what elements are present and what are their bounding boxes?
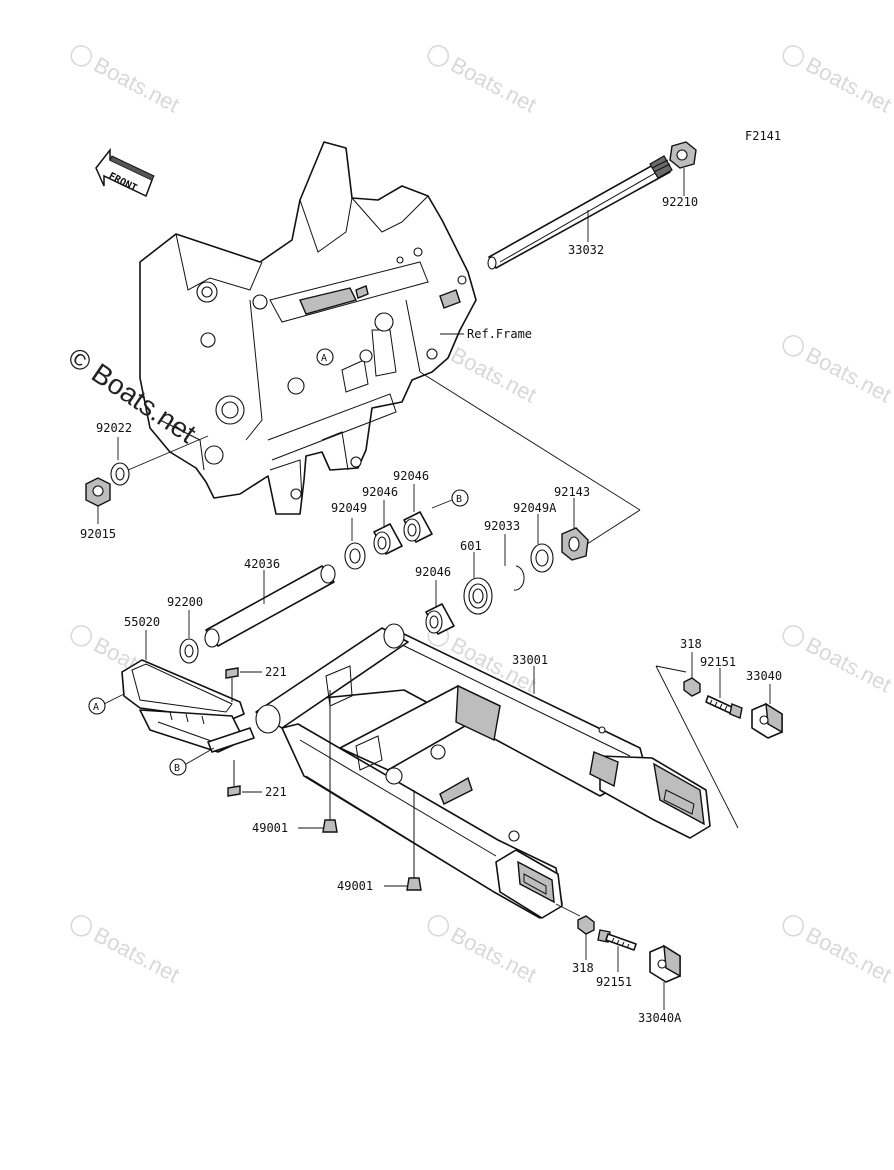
pivot-shaft bbox=[487, 141, 697, 270]
adjuster-block-33040A bbox=[649, 944, 681, 983]
screw-221-lower bbox=[227, 760, 241, 797]
part-label-92210: 92210 bbox=[662, 195, 698, 209]
watermark-text: Boats.net bbox=[90, 52, 184, 118]
watermark-text: Boats.net bbox=[802, 52, 894, 118]
watermark-text: Boats.net bbox=[802, 922, 894, 988]
callout-b-upper: B bbox=[451, 489, 469, 507]
washer-92022 bbox=[110, 462, 130, 486]
part-label-42036: 42036 bbox=[244, 557, 280, 571]
bearing-92046-a bbox=[373, 523, 403, 555]
part-label-49001-lower: 49001 bbox=[337, 879, 373, 893]
watermark-text: Boats.net bbox=[802, 632, 894, 698]
watermark: Boats.net bbox=[782, 45, 894, 118]
part-label-92022: 92022 bbox=[96, 421, 132, 435]
watermark: Boats.net bbox=[427, 45, 541, 118]
nut-318-lower bbox=[577, 915, 595, 935]
watermark: Boats.net bbox=[782, 915, 894, 988]
nut-318-upper bbox=[683, 677, 701, 697]
part-label-92015: 92015 bbox=[80, 527, 116, 541]
watermark: Boats.net bbox=[427, 915, 541, 988]
callout-a-frame: A bbox=[316, 348, 334, 366]
bearing-92046-b bbox=[403, 511, 433, 543]
part-label-92049A: 92049A bbox=[513, 501, 557, 515]
part-label-55020: 55020 bbox=[124, 615, 160, 629]
watermark-text: Boats.net bbox=[802, 342, 894, 408]
part-label-92143: 92143 bbox=[554, 485, 590, 499]
callout-a-text: A bbox=[321, 353, 327, 364]
figure-code: F2141 bbox=[745, 129, 781, 143]
bolt-92151-upper bbox=[705, 695, 743, 719]
part-label-601: 601 bbox=[460, 539, 482, 553]
swingarm-33001 bbox=[255, 623, 711, 919]
callout-a-text: A bbox=[93, 702, 99, 713]
watermark: Boats.net bbox=[70, 45, 184, 118]
seal-92049 bbox=[344, 542, 366, 570]
part-label-92033: 92033 bbox=[484, 519, 520, 533]
part-label-92046-a: 92046 bbox=[362, 485, 398, 499]
part-label-92151-lower: 92151 bbox=[596, 975, 632, 989]
frame bbox=[139, 141, 477, 515]
watermark-text: Boats.net bbox=[447, 52, 541, 118]
part-label-92200: 92200 bbox=[167, 595, 203, 609]
part-label-92046-b: 92046 bbox=[393, 469, 429, 483]
watermark: Boats.net bbox=[782, 335, 894, 408]
callout-b-text: B bbox=[456, 494, 462, 505]
part-label-33040A: 33040A bbox=[638, 1011, 682, 1025]
screw-221-upper bbox=[225, 667, 239, 702]
part-label-92151-upper: 92151 bbox=[700, 655, 736, 669]
part-label-33040: 33040 bbox=[746, 669, 782, 683]
watermark-text: Boats.net bbox=[447, 922, 541, 988]
part-label-92049: 92049 bbox=[331, 501, 367, 515]
front-arrow-icon: FRONT bbox=[95, 147, 155, 198]
part-label-221-lower: 221 bbox=[265, 785, 287, 799]
part-label-221-upper: 221 bbox=[265, 665, 287, 679]
chain-guard-55020 bbox=[121, 659, 255, 753]
part-label-33032: 33032 bbox=[568, 243, 604, 257]
ball-bearing-601 bbox=[463, 577, 493, 615]
collar-92143 bbox=[561, 527, 589, 561]
washer-92200 bbox=[179, 638, 199, 664]
watermark-text: Boats.net bbox=[90, 922, 184, 988]
bolt-92151-lower bbox=[597, 929, 637, 951]
callout-b-lower: B bbox=[169, 758, 187, 776]
part-label-318-lower: 318 bbox=[572, 961, 594, 975]
callout-b-text: B bbox=[174, 763, 180, 774]
seal-92049A bbox=[530, 543, 554, 573]
grease-nipple-49001-lower bbox=[406, 790, 422, 891]
sleeve-42036 bbox=[204, 564, 336, 648]
watermark: Boats.net bbox=[70, 915, 184, 988]
ref-frame-label: Ref.Frame bbox=[467, 327, 532, 341]
adjuster-block-33040 bbox=[751, 702, 783, 739]
nut-92015 bbox=[85, 477, 111, 507]
watermark: Boats.net bbox=[782, 625, 894, 698]
circlip-92033 bbox=[513, 565, 525, 591]
bearing-92046-c bbox=[425, 603, 455, 635]
part-label-92046-c: 92046 bbox=[415, 565, 451, 579]
part-label-33001: 33001 bbox=[512, 653, 548, 667]
part-label-318-upper: 318 bbox=[680, 637, 702, 651]
callout-a-lower: A bbox=[88, 697, 106, 715]
part-label-49001-upper: 49001 bbox=[252, 821, 288, 835]
